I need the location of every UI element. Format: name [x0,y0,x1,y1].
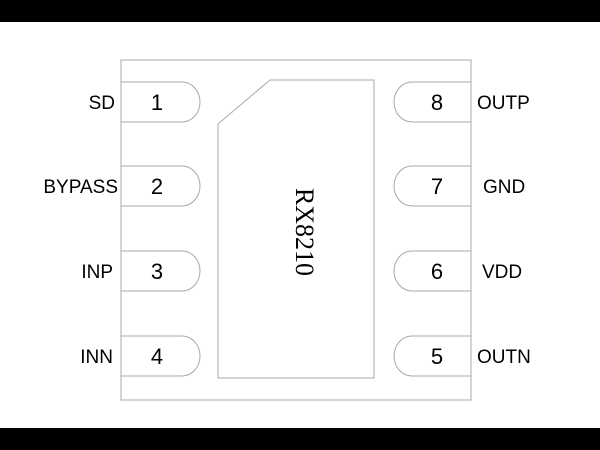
pin-pad-6 [393,250,471,292]
chip-part-number: RX8210 [290,188,319,276]
pin-number-1: 1 [151,90,163,115]
pin-name-4: INN [80,347,113,368]
top-black-bar [0,0,600,22]
pin-pad-1 [121,81,201,123]
pin-1: 1 SD [89,81,201,123]
pin-number-8: 8 [431,90,443,115]
pin-number-6: 6 [431,259,443,284]
pin-4: 4 INN [80,335,201,377]
pin-name-5: OUTN [477,347,531,368]
pin-name-3: INP [81,262,113,283]
pin-pad-4 [121,335,201,377]
pin-name-2: BYPASS [43,177,118,198]
pin-pad-7 [393,165,471,207]
pin-number-3: 3 [151,259,163,284]
die-pad [217,79,375,379]
pin-name-1: SD [89,93,115,114]
package-outline [120,59,472,401]
bottom-black-bar [0,428,600,450]
pin-3: 3 INP [81,250,201,292]
pin-pad-8 [393,81,471,123]
pin-number-2: 2 [151,174,163,199]
pin-pad-5 [393,335,471,377]
pin-8: 8 OUTP [393,81,530,123]
pin-number-7: 7 [431,174,443,199]
pin-6: 6 VDD [393,250,522,292]
pin-name-7: GND [483,177,525,198]
pin-7: 7 GND [393,165,525,207]
pin-number-5: 5 [431,344,443,369]
pin-number-4: 4 [151,344,163,369]
pin-5: 5 OUTN [393,335,531,377]
pin-name-8: OUTP [477,93,530,114]
pin-pad-3 [121,250,201,292]
pin-name-6: VDD [482,262,522,283]
pin-pad-2 [121,165,201,207]
pin-2: 2 BYPASS [43,165,201,207]
